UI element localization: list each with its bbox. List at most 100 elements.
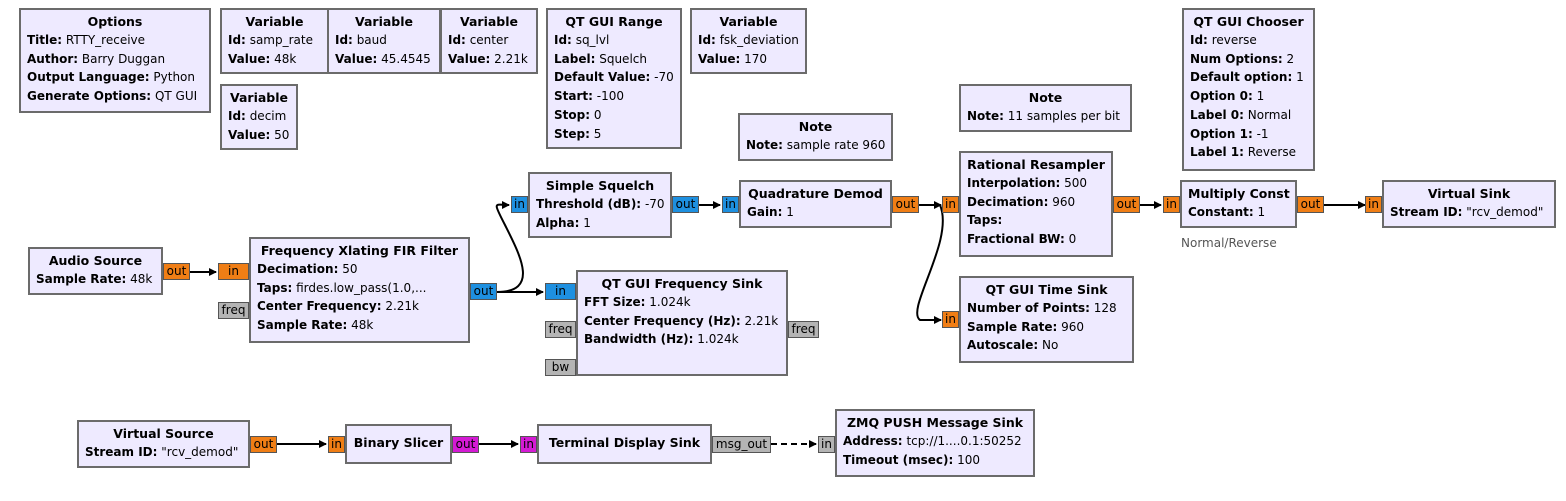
param-value: decim bbox=[249, 109, 287, 123]
block-param: Default Value: -70 bbox=[554, 68, 674, 87]
terminal-display-msg-out-port[interactable]: msg_out bbox=[712, 436, 771, 453]
block-param: Step: 5 bbox=[554, 125, 674, 144]
binary-slicer-block[interactable]: Binary Slicer bbox=[345, 424, 452, 464]
virtual-source-out-port[interactable]: out bbox=[250, 436, 277, 453]
freq-sink-freq-in-port[interactable]: freq bbox=[545, 321, 576, 338]
param-value: 1.024k bbox=[649, 295, 691, 309]
block-title: Options bbox=[87, 14, 143, 29]
block-param: Taps: firdes.low_pass(1.0,... bbox=[257, 279, 462, 298]
freq-xlating-out-port[interactable]: out bbox=[470, 283, 497, 300]
param-key: Option 0: bbox=[1190, 89, 1253, 104]
resampler-in-port[interactable]: in bbox=[942, 196, 959, 213]
freq-sink-bw-port[interactable]: bw bbox=[545, 359, 576, 376]
block-param: Output Language: Python bbox=[27, 68, 203, 87]
block-param: Timeout (msec): 100 bbox=[843, 451, 1027, 470]
param-value: -70 bbox=[654, 70, 674, 85]
binary-slicer-out-port[interactable]: out bbox=[452, 436, 479, 453]
param-value: 48k bbox=[351, 318, 374, 333]
freq-xlating-freq-port[interactable]: freq bbox=[218, 302, 249, 319]
block-param: Address: tcp://1....0.1:50252 bbox=[843, 432, 1027, 451]
param-value: Normal bbox=[1247, 107, 1292, 122]
param-value: 2 bbox=[1286, 51, 1295, 66]
block-param: Id: samp_rate bbox=[228, 31, 321, 50]
block-param: Value: 48k bbox=[228, 50, 321, 69]
time-sink-in-port[interactable]: in bbox=[942, 311, 959, 328]
param-key: Id: bbox=[228, 109, 246, 123]
param-value: Python bbox=[153, 70, 196, 85]
param-key: Decimation: bbox=[967, 194, 1049, 209]
param-value: 100 bbox=[957, 452, 981, 467]
binary-slicer-in-port[interactable]: in bbox=[328, 436, 345, 453]
block-title: Variable bbox=[354, 14, 414, 29]
block-param: Decimation: 960 bbox=[967, 193, 1105, 212]
param-key: Id: bbox=[448, 33, 466, 47]
block-title: Frequency Xlating FIR Filter bbox=[260, 243, 459, 258]
param-key: Address: bbox=[843, 434, 903, 448]
freq-xlating-in-port[interactable]: in bbox=[218, 263, 249, 280]
quad-demod-out-port[interactable]: out bbox=[892, 196, 919, 213]
terminal-display-sink-block[interactable]: Terminal Display Sink bbox=[537, 424, 712, 464]
freq-sink-in-port[interactable]: in bbox=[545, 283, 576, 300]
block-param: Id: fsk_deviation bbox=[698, 31, 799, 50]
block-title: Variable bbox=[229, 90, 289, 105]
multiply-out-port[interactable]: out bbox=[1297, 196, 1324, 213]
block-title: Quadrature Demod bbox=[748, 186, 883, 201]
resampler-out-port[interactable]: out bbox=[1113, 196, 1140, 213]
param-key: Option 1: bbox=[1190, 126, 1253, 141]
virtual-sink-in-port[interactable]: in bbox=[1365, 196, 1382, 213]
param-value: -1 bbox=[1256, 126, 1269, 141]
param-value: 0 bbox=[593, 107, 602, 122]
block-title: Audio Source bbox=[48, 253, 143, 268]
param-key: Id: bbox=[335, 33, 353, 47]
block-param: Sample Rate: 48k bbox=[257, 316, 462, 335]
param-key: Stream ID: bbox=[1390, 205, 1463, 219]
freq-sink-freq-out-port[interactable]: freq bbox=[788, 321, 819, 338]
simple-squelch-in-port[interactable]: in bbox=[511, 196, 528, 213]
param-value: 2.21k bbox=[494, 51, 528, 66]
param-value: 50 bbox=[274, 127, 290, 142]
quad-demod-in-port[interactable]: in bbox=[722, 196, 739, 213]
param-key: Gain: bbox=[747, 205, 783, 219]
param-key: Id: bbox=[698, 33, 716, 47]
block-title: Binary Slicer bbox=[353, 435, 444, 450]
block-param: Label 1: Reverse bbox=[1190, 143, 1307, 162]
audio-source-out-port[interactable]: out bbox=[163, 263, 190, 280]
terminal-display-in-port[interactable]: in bbox=[520, 436, 537, 453]
param-value: 1 bbox=[786, 205, 794, 219]
block-title: QT GUI Frequency Sink bbox=[601, 276, 763, 291]
param-key: Bandwidth (Hz): bbox=[584, 332, 694, 347]
block-param: Value: 170 bbox=[698, 50, 799, 69]
block-param: Generate Options: QT GUI bbox=[27, 87, 203, 106]
param-key: Label 0: bbox=[1190, 107, 1244, 122]
param-key: FFT Size: bbox=[584, 295, 646, 309]
param-key: Value: bbox=[698, 51, 741, 66]
block-param: Note: sample rate 960 bbox=[746, 136, 885, 155]
param-value: tcp://1....0.1:50252 bbox=[906, 434, 1022, 448]
multiply-in-port[interactable]: in bbox=[1163, 196, 1180, 213]
zmq-push-in-port[interactable]: in bbox=[818, 436, 835, 453]
block-param: Sample Rate: 960 bbox=[967, 318, 1126, 337]
param-value: sample rate 960 bbox=[786, 138, 886, 152]
simple-squelch-out-port[interactable]: out bbox=[672, 196, 699, 213]
